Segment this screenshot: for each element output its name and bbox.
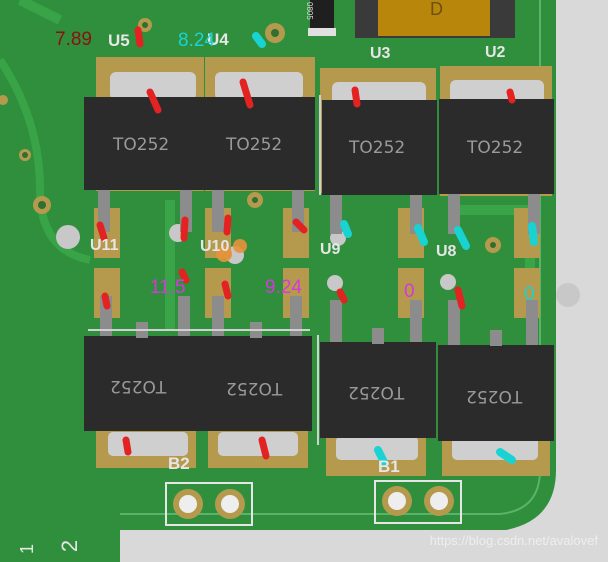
silkscreen-frames xyxy=(88,95,321,445)
voltage-annotation-u9: 0 xyxy=(404,281,415,302)
capacitor-tantalum xyxy=(355,0,515,38)
designator-u9: U9 xyxy=(320,241,341,258)
pin-label-2: 2 xyxy=(57,539,83,553)
trace xyxy=(0,57,91,264)
capacitor-marking: D xyxy=(430,0,443,19)
via-group xyxy=(0,18,501,253)
designator-b1: B1 xyxy=(378,457,400,476)
connector-b1 xyxy=(374,480,462,524)
designator-u10: U10 xyxy=(200,238,230,255)
package-label-bottom-4: TO252 xyxy=(466,386,523,406)
designator-u8: U8 xyxy=(436,243,457,260)
resistor-marking: 0805 xyxy=(305,2,314,20)
bottom-package-bodies xyxy=(84,336,554,441)
designator-u11: U11 xyxy=(90,237,119,254)
package-label-top-1: TO252 xyxy=(113,135,170,155)
resistor-r0805 xyxy=(308,0,336,36)
package-label-bottom-3: TO252 xyxy=(348,382,405,402)
designator-u2: U2 xyxy=(485,44,506,61)
voltage-annotation-u11: 11.5 xyxy=(150,277,186,298)
package-label-top-3: TO252 xyxy=(349,138,406,158)
test-point xyxy=(327,275,343,291)
test-point xyxy=(440,274,456,290)
designator-u4: U4 xyxy=(207,30,229,49)
mounting-hole xyxy=(56,225,80,249)
package-label-top-4: TO252 xyxy=(467,138,524,158)
designator-b2: B2 xyxy=(168,454,190,473)
package-label-bottom-2: TO252 xyxy=(226,378,283,398)
voltage-annotation-u8: 0 xyxy=(524,284,535,305)
trace xyxy=(17,0,63,25)
voltage-annotation-u4: 8.24 xyxy=(178,30,215,51)
connector-b2 xyxy=(165,482,253,526)
mounting-hole xyxy=(556,283,580,307)
voltage-annotation-u5: 7.89 xyxy=(55,29,92,50)
designator-u5: U5 xyxy=(108,31,130,50)
package-label-top-2: TO252 xyxy=(226,135,283,155)
package-label-bottom-1: TO252 xyxy=(110,376,167,396)
pin-label-1: 1 xyxy=(17,543,38,555)
voltage-annotation-u10: 9.24 xyxy=(265,277,302,298)
annotation-marks xyxy=(96,26,538,466)
designator-u3: U3 xyxy=(370,45,391,62)
top-package-bodies xyxy=(84,97,554,195)
watermark-text: https://blog.csdn.net/avalovef xyxy=(429,533,598,548)
